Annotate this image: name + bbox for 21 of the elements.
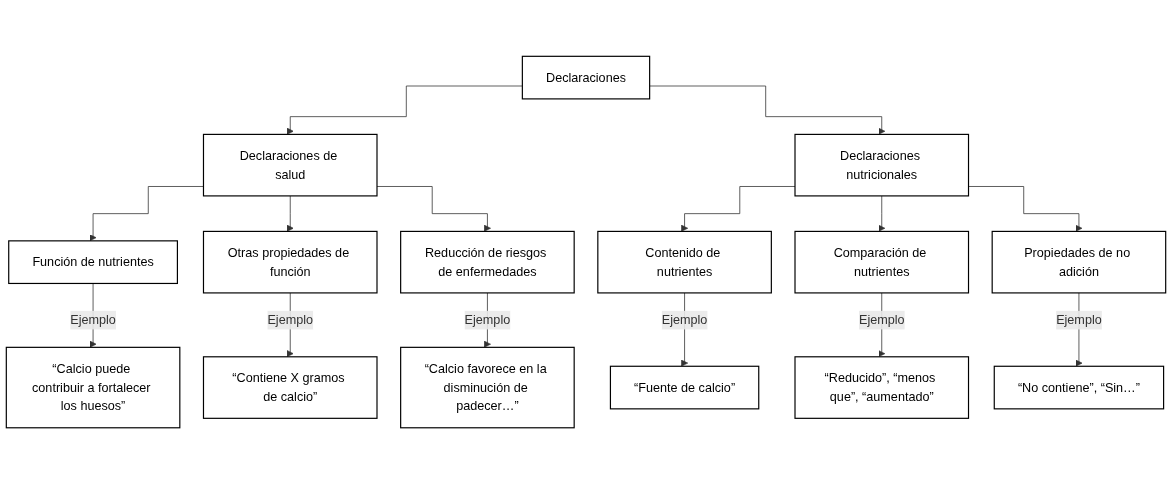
node-box: “Fuente de calcio”: [609, 365, 760, 410]
node-box: “Calcio puede contribuir a fortalecer los huesos”: [5, 346, 181, 429]
edge-label: Ejemplo: [464, 312, 511, 327]
node-box: Reducción de riesgos de enfermedades: [400, 230, 575, 294]
node-box: Contenido de nutrientes: [597, 230, 772, 294]
node-box: Función de nutrientes: [8, 240, 178, 284]
edge-label: Ejemplo: [267, 312, 314, 327]
node-box: “Contiene X gramos de calcio”: [202, 356, 378, 419]
node-box: Declaraciones: [521, 55, 651, 100]
node-box: Propiedades de no adición: [991, 230, 1167, 294]
node-box: “Calcio favorece en la disminución de padecer…”: [400, 346, 575, 429]
edge-label: Ejemplo: [661, 312, 708, 327]
node-box: Declaraciones de salud: [202, 133, 378, 197]
node-box: Otras propiedades de función: [202, 230, 378, 294]
edge-label: Ejemplo: [858, 312, 905, 327]
node-box: Declaraciones nutricionales: [794, 133, 970, 197]
node-box: “No contiene”, “Sin…”: [993, 365, 1165, 410]
edge-label: Ejemplo: [70, 312, 116, 327]
node-box: Comparación de nutrientes: [794, 230, 970, 294]
node-box: “Reducido”, “menos que”, “aumentado”: [794, 356, 970, 419]
edge-label: Ejemplo: [1056, 312, 1102, 327]
